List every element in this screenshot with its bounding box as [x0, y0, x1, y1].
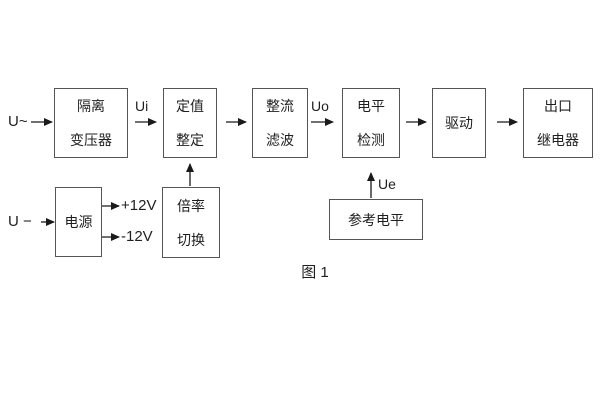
- signal-label-ac-input: U~: [8, 113, 28, 130]
- block-label-line: 滤波: [266, 132, 294, 148]
- block-label-line: 变压器: [70, 132, 112, 148]
- signal-label-rail-pos: +12V: [121, 197, 157, 214]
- block-label-line: 定值: [176, 98, 204, 114]
- block-drive: 驱动: [432, 88, 486, 158]
- block-isolation-transformer: 隔离 变压器: [54, 88, 128, 158]
- signal-label-uo: Uo: [311, 98, 329, 114]
- block-value-setting: 定值 整定: [163, 88, 217, 158]
- block-label-line: 驱动: [445, 115, 473, 131]
- signal-label-ue: Ue: [378, 176, 396, 192]
- block-label-line: 出口: [544, 98, 572, 114]
- block-label-line: 整流: [266, 98, 294, 114]
- signal-label-ui: Ui: [135, 98, 149, 114]
- block-level-detect: 电平 检测: [342, 88, 400, 158]
- block-label-line: 倍率: [177, 197, 205, 214]
- figure-caption: 图 1: [301, 264, 329, 281]
- block-output-relay: 出口 继电器: [523, 88, 593, 158]
- block-label-line: 继电器: [537, 132, 579, 148]
- block-label-line: 隔离: [77, 98, 105, 114]
- block-label-line: 整定: [176, 132, 204, 148]
- block-power-supply: 电源: [55, 187, 102, 257]
- block-ratio-switch: 倍率 切换: [162, 187, 220, 258]
- block-label-line: 切换: [177, 231, 205, 248]
- block-label-line: 参考电平: [348, 211, 404, 228]
- block-label-line: 电平: [357, 98, 385, 114]
- block-reference-level: 参考电平: [329, 199, 423, 240]
- block-rectify-filter: 整流 滤波: [252, 88, 308, 158]
- signal-label-rail-neg: -12V: [121, 228, 153, 245]
- block-label-line: 检测: [357, 132, 385, 148]
- signal-label-dc-input: U −: [8, 213, 32, 230]
- block-label-line: 电源: [64, 214, 93, 230]
